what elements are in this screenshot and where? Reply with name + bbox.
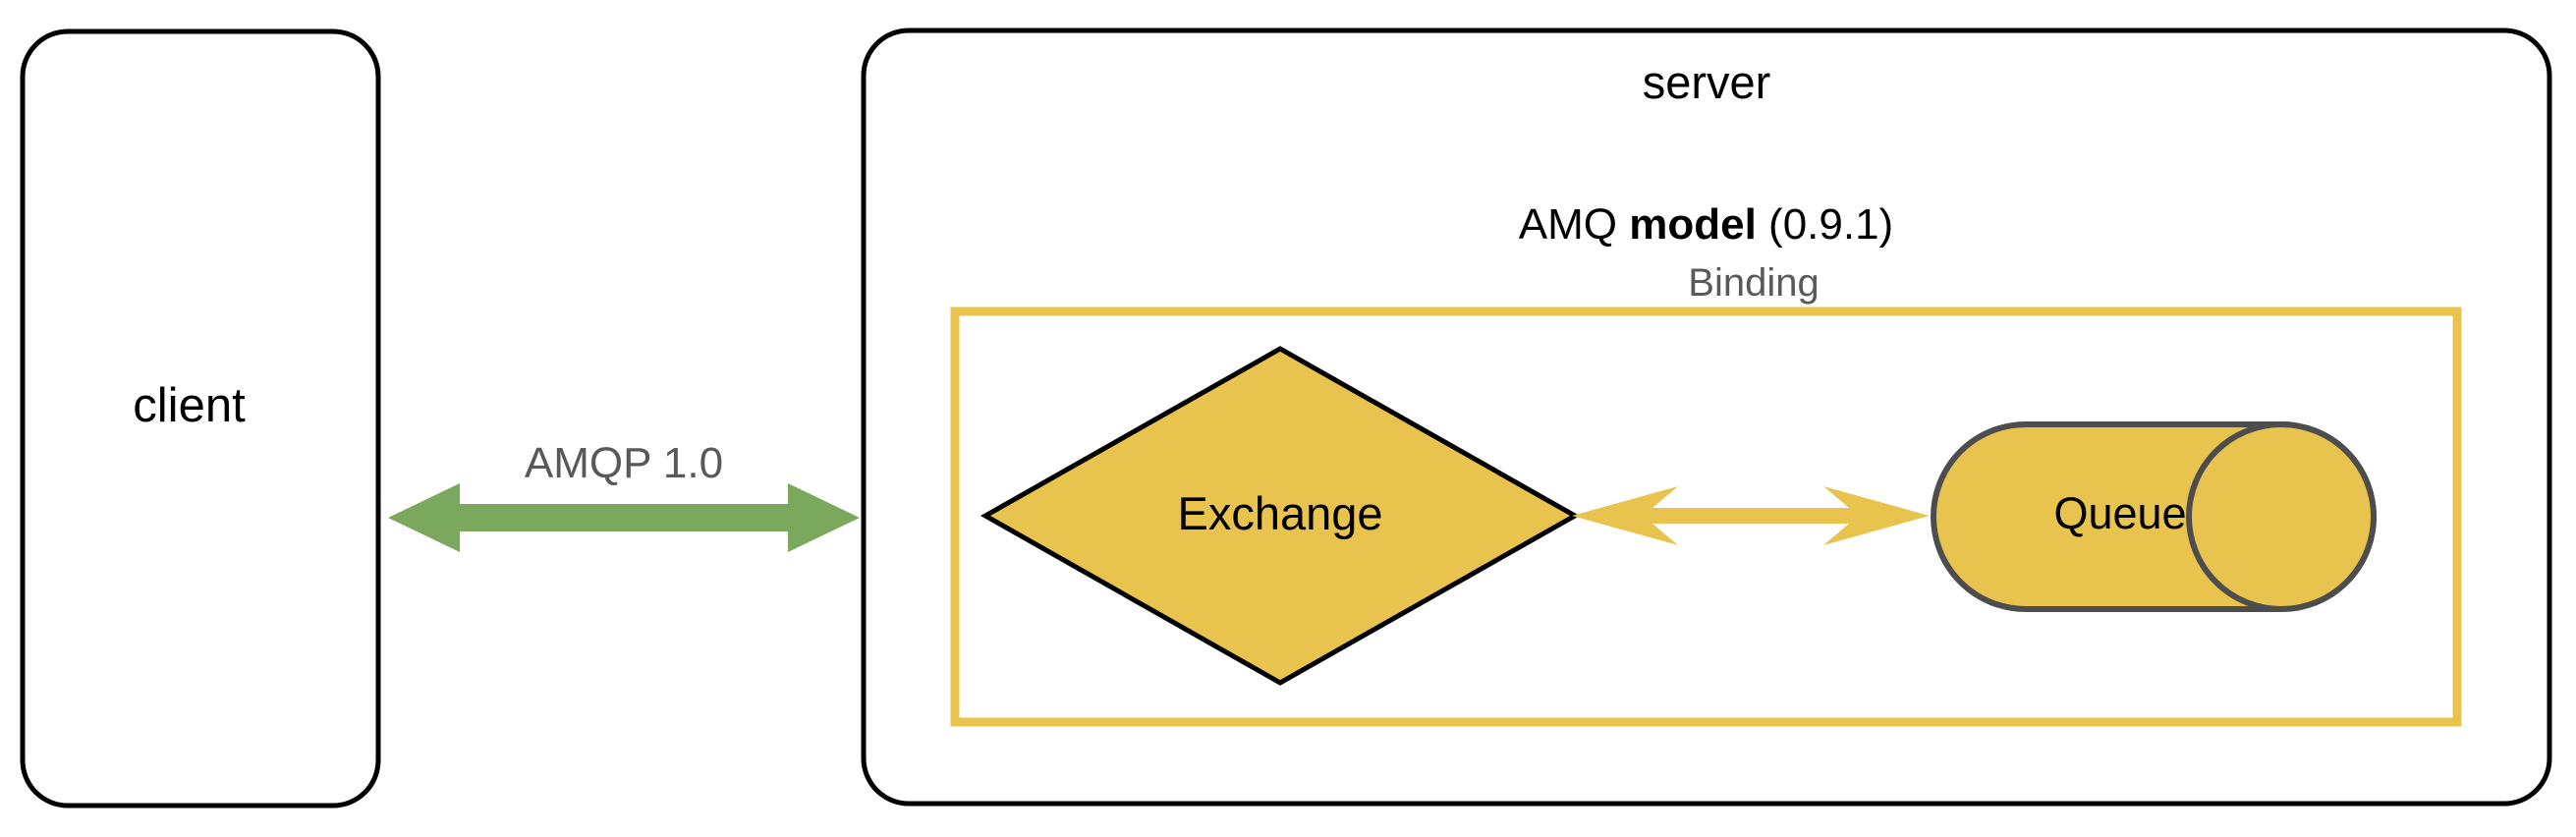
amq-model-label-prefix: AMQ <box>1518 200 1630 249</box>
server-box[interactable] <box>861 28 2552 807</box>
client-box[interactable] <box>20 28 381 809</box>
amq-model-box[interactable] <box>950 307 2462 727</box>
amq-model-label-bold: model <box>1629 200 1757 249</box>
binding-label: Binding <box>1688 261 1820 305</box>
server-label: server <box>1642 56 1771 108</box>
queue-label: Queue <box>2053 488 2187 538</box>
amqp-arrow[interactable] <box>388 483 860 552</box>
binding-arrow[interactable] <box>1572 486 1930 545</box>
amqp-protocol-label: AMQP 1.0 <box>524 439 724 487</box>
exchange-label: Exchange <box>1177 487 1383 539</box>
client-label: client <box>133 379 246 432</box>
amq-model-label-suffix: (0.9.1) <box>1756 200 1894 249</box>
amq-model-label: AMQ model (0.9.1) <box>951 203 2461 247</box>
queue-cylinder[interactable] <box>1931 421 2377 612</box>
